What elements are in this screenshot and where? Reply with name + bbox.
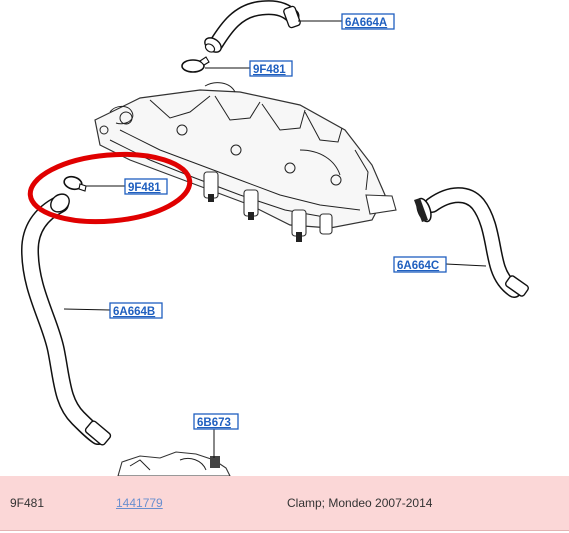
label-6a664b[interactable]: 6A664B — [109, 302, 163, 319]
part-link[interactable]: 1441779 — [116, 496, 163, 510]
label-6a664c[interactable]: 6A664C — [393, 256, 447, 273]
label-6b673[interactable]: 6B673 — [193, 413, 239, 430]
label-6a664a[interactable]: 6A664A — [341, 13, 395, 30]
svg-text:6A664C: 6A664C — [397, 260, 439, 272]
hose-6a664b — [21, 193, 112, 446]
svg-text:6A664B: 6A664B — [113, 306, 155, 318]
hose-6a664c — [414, 187, 529, 298]
svg-text:6A664A: 6A664A — [345, 17, 387, 29]
intake-manifold — [94, 82, 397, 242]
svg-text:6B673: 6B673 — [197, 417, 231, 429]
label-9f481-lower[interactable]: 9F481 — [124, 178, 168, 195]
highlight-circle — [27, 151, 193, 225]
svg-text:9F481: 9F481 — [128, 182, 161, 194]
part-description: Clamp; Mondeo 2007-2014 — [287, 496, 433, 510]
part-row: 9F481 1441779 Clamp; Mondeo 2007-2014 — [0, 476, 569, 531]
clamp-upper — [181, 56, 210, 73]
leader-lines — [63, 20, 487, 458]
clamp-lower — [63, 175, 87, 192]
part-number: 9F481 — [10, 496, 45, 510]
component-6b673 — [117, 451, 231, 476]
hose-6a664a — [204, 0, 301, 53]
label-9f481-upper[interactable]: 9F481 — [249, 60, 293, 77]
parts-diagram: 6A664A 9F481 9F481 6A664C 6A664B 6B673 — [21, 0, 529, 476]
svg-text:9F481: 9F481 — [253, 64, 286, 76]
